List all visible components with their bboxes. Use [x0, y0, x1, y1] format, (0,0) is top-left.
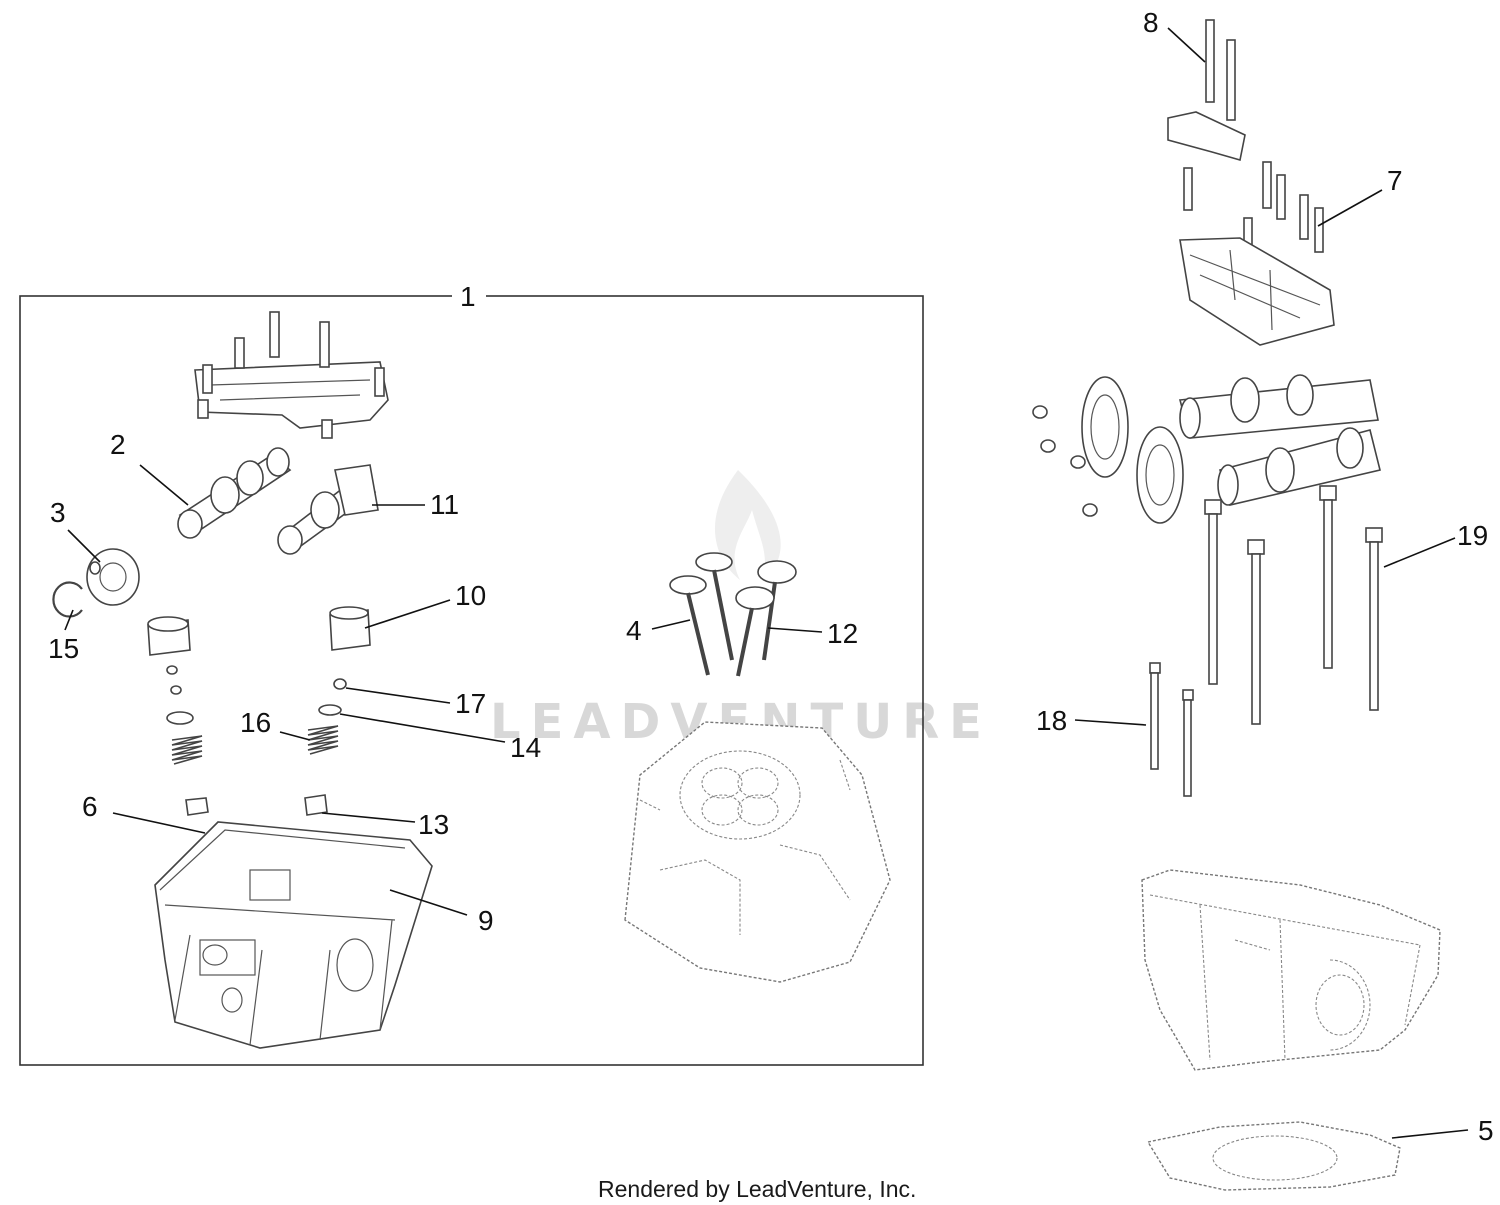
- callout-7: 7: [1387, 165, 1403, 196]
- callout-5: 5: [1478, 1115, 1494, 1146]
- valve-train-left: [147, 616, 209, 816]
- callout-18: 18: [1036, 705, 1067, 736]
- leader-lines: [64, 27, 1469, 1139]
- camshaft-2: [177, 447, 292, 539]
- callout-10: 10: [455, 580, 486, 611]
- head-bolts-19: [1204, 485, 1383, 725]
- callout-13: 13: [418, 809, 449, 840]
- callout-labels: 1 2 3 4 5 6 7 8 9 10 11 12 13 14 15 16 1…: [48, 7, 1494, 1146]
- footer-credit: Rendered by LeadVenture, Inc.: [598, 1176, 916, 1202]
- rocker-carrier: [194, 311, 389, 439]
- cam-gears: [1032, 374, 1381, 524]
- sprocket-3: [86, 548, 140, 606]
- watermark: LEADVENTURE: [490, 470, 982, 750]
- callout-4: 4: [626, 615, 642, 646]
- callout-3: 3: [50, 497, 66, 528]
- bolts-18: [1149, 662, 1194, 797]
- callout-8: 8: [1143, 7, 1159, 38]
- callout-17: 17: [455, 688, 486, 719]
- callout-19: 19: [1457, 520, 1488, 551]
- callout-14: 14: [510, 732, 541, 763]
- callout-9: 9: [478, 905, 494, 936]
- callout-11: 11: [430, 489, 459, 520]
- head-gasket-5: [1146, 1121, 1401, 1191]
- circlip-15: [52, 581, 83, 618]
- camshaft-11: [277, 464, 379, 555]
- flame-logo: [714, 470, 781, 580]
- callout-1: 1: [460, 281, 476, 312]
- valves-4-12: [669, 552, 797, 677]
- callout-15: 15: [48, 633, 79, 664]
- cylinder-head-9: [154, 821, 433, 1049]
- cylinder-head-right-view: [1141, 869, 1441, 1071]
- valve-train-right: [304, 606, 371, 816]
- callout-2: 2: [110, 429, 126, 460]
- rocker-carrier-7: [1179, 161, 1335, 346]
- bolts-8: [1167, 19, 1246, 162]
- callout-16: 16: [240, 707, 271, 738]
- cylinder-head-bottom-view: [624, 721, 891, 983]
- callout-12: 12: [827, 618, 858, 649]
- callout-6: 6: [82, 791, 98, 822]
